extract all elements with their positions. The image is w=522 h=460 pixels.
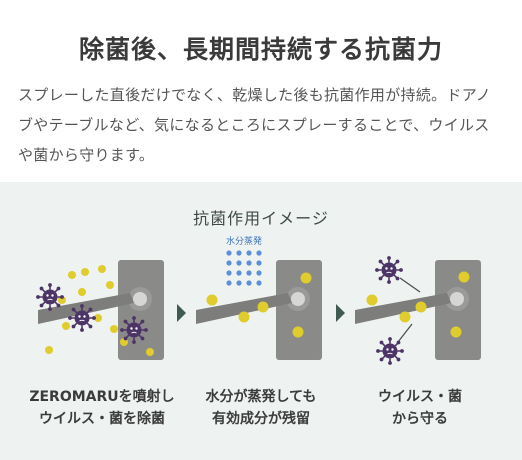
scene-spray xyxy=(35,260,164,360)
step-caption-1: ZEROMARUを噴射し ウイルス・菌を除菌 xyxy=(29,389,175,427)
scene-protect xyxy=(355,255,481,366)
arrow-right-icon xyxy=(177,304,186,322)
scene-evaporate xyxy=(196,250,322,360)
step-caption-3: ウイルス・菌 から守る xyxy=(378,389,462,427)
door-handle-3 xyxy=(355,293,451,324)
door-handle-2 xyxy=(196,293,292,324)
description-text: スプレーした直後だけでなく、乾燥した後も抗菌作用が持続。ドアノブやテーブルなど、… xyxy=(18,86,491,164)
door-handle-1 xyxy=(38,293,134,324)
water-drops-icon xyxy=(226,250,262,286)
evaporation-label: 水分蒸発 xyxy=(226,235,262,247)
antibacterial-illustration: 水分蒸発 xyxy=(35,235,481,366)
residue-dots xyxy=(206,272,312,338)
virus-icon xyxy=(374,255,404,285)
virus-icon xyxy=(67,303,97,333)
virus-icon xyxy=(375,336,405,366)
panel-title: 抗菌作用イメージ xyxy=(193,209,329,228)
virus-icon xyxy=(119,315,149,345)
spray-dots xyxy=(45,265,154,356)
protection-dots xyxy=(366,271,470,338)
step-caption-2: 水分が蒸発しても 有効成分が残留 xyxy=(205,389,317,427)
virus-icon xyxy=(35,282,65,312)
arrow-right-icon xyxy=(336,304,345,322)
page-title: 除菌後、長期間持続する抗菌力 xyxy=(78,35,443,64)
